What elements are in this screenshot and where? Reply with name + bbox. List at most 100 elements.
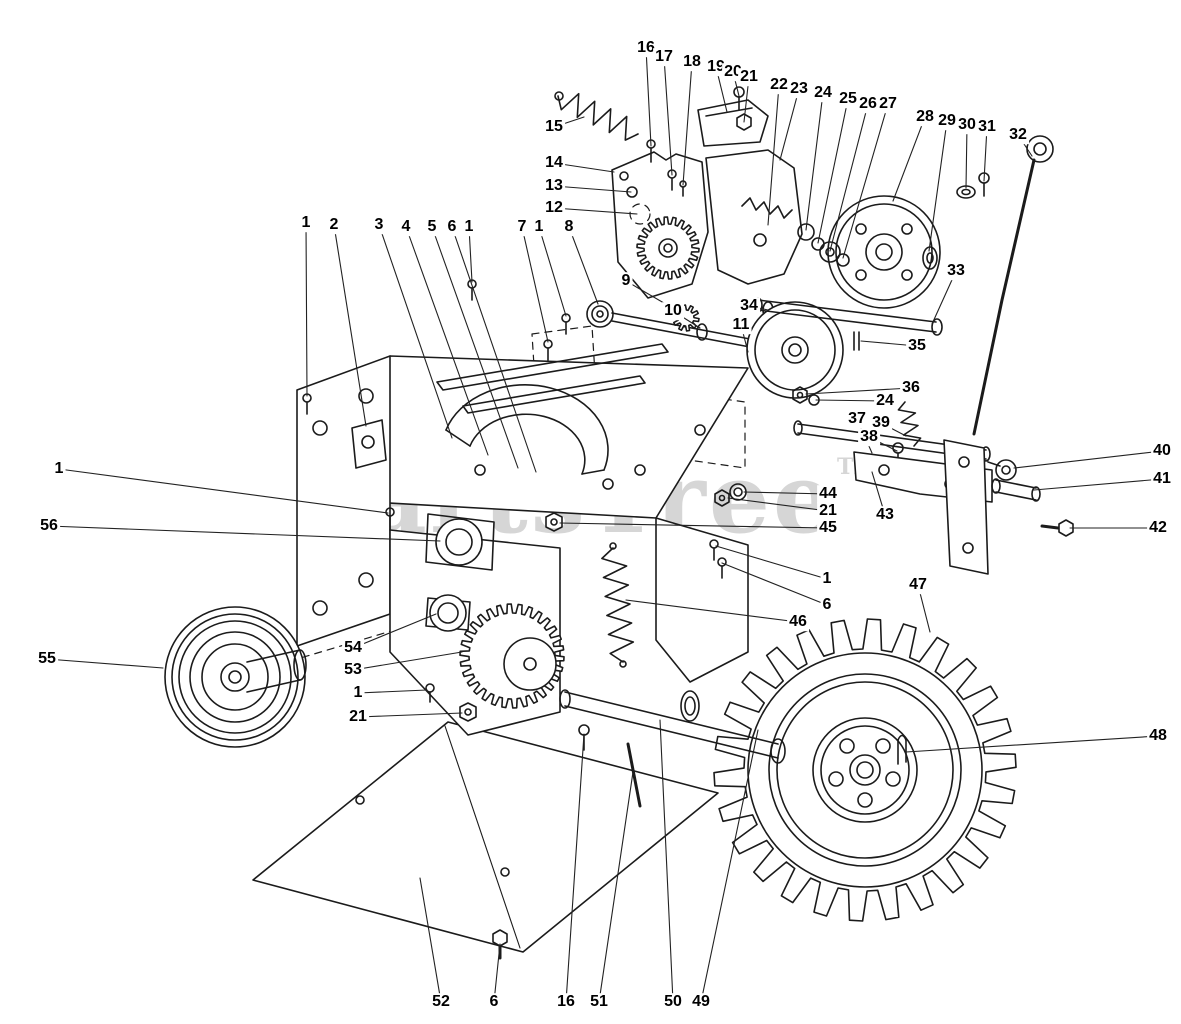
ratchet-gear [636,216,700,280]
callout-4: 4 [399,218,413,236]
leader-line-12 [553,207,638,215]
callout-43: 43 [874,506,896,524]
callout-1: 1 [351,684,365,702]
leader-line-6 [721,562,828,606]
callout-42: 42 [1147,519,1169,537]
leader-line-6 [451,226,537,473]
leader-line-22 [767,84,780,226]
callout-55: 55 [36,650,58,668]
callout-56: 56 [38,517,60,535]
leader-line-46 [625,599,799,623]
callout-13: 13 [543,177,565,195]
callout-6: 6 [820,596,834,614]
callout-39: 39 [870,414,892,432]
leader-line-1 [357,689,428,694]
callout-51: 51 [588,993,610,1011]
leader-line-1 [468,226,473,283]
callout-21: 21 [817,502,839,520]
callout-18: 18 [681,53,703,71]
leader-line-51 [598,771,634,1003]
traction-wheel [713,618,1017,922]
callout-16: 16 [635,39,657,57]
leader-line-27 [842,103,889,259]
callout-9: 9 [619,272,633,290]
leader-line-36 [805,387,912,395]
bottom-plate [252,721,719,953]
callout-36: 36 [900,379,922,397]
leader-line-1 [715,545,828,580]
callout-6: 6 [487,993,501,1011]
leader-line-24 [815,399,886,402]
leader-line-49 [700,729,759,1003]
callout-17: 17 [653,48,675,66]
leader-line-28 [892,116,926,202]
callout-14: 14 [543,154,565,172]
leader-line-41 [1033,478,1163,491]
leader-line-44 [743,491,829,495]
callout-10: 10 [662,302,684,320]
callout-24: 24 [812,84,834,102]
callout-1: 1 [52,460,66,478]
tension-spring [601,547,635,663]
callout-47: 47 [907,576,929,594]
leader-line-4 [405,226,489,456]
callout-37: 37 [846,410,868,428]
callout-34: 34 [738,297,760,315]
leader-lines [46,47,1163,1003]
callout-23: 23 [788,80,810,98]
callout-33: 33 [945,262,967,280]
leader-line-33 [931,270,957,325]
leader-line-16 [565,733,585,1003]
callout-3: 3 [372,216,386,234]
callout-38: 38 [858,428,880,446]
callout-49: 49 [690,993,712,1011]
callout-12: 12 [543,199,565,217]
leader-line-21 [357,712,463,718]
callout-15: 15 [543,118,565,136]
leader-line-45 [559,522,829,529]
leader-line-50 [659,719,674,1003]
callout-16: 16 [555,993,577,1011]
leader-line-26 [829,103,869,252]
callout-1: 1 [820,570,834,588]
leader-line-2 [333,224,367,427]
leader-line-18 [682,61,693,186]
callout-50: 50 [662,993,684,1011]
callout-1: 1 [532,218,546,236]
callout-1: 1 [299,214,313,232]
callout-5: 5 [425,218,439,236]
leader-line-56 [48,525,441,542]
leader-line-3 [378,224,453,439]
callout-2: 2 [327,216,341,234]
callout-11: 11 [730,316,752,334]
leader-line-1 [305,222,308,397]
fasteners [302,139,727,960]
callout-41: 41 [1151,470,1173,488]
callout-45: 45 [817,519,839,537]
callout-29: 29 [936,112,958,130]
callout-54: 54 [342,639,364,657]
upper-mechanism [554,86,1054,436]
leader-line-54 [352,613,437,649]
callout-26: 26 [857,95,879,113]
leader-line-1 [58,468,389,514]
leader-line-53 [352,651,463,671]
shift-linkage [545,401,1074,575]
leader-line-24 [805,92,824,231]
callout-25: 25 [837,90,859,108]
leader-line-31 [983,126,988,182]
link-spring [897,401,922,447]
callout-28: 28 [914,108,936,126]
lower-drivetrain [425,513,786,808]
leader-line-13 [553,185,632,193]
leader-line-21 [727,497,829,512]
callout-27: 27 [877,95,899,113]
callout-40: 40 [1151,442,1173,460]
callout-22: 22 [768,76,790,94]
leader-line-55 [46,658,164,669]
leader-line-16 [645,47,652,147]
leader-line-52 [419,877,442,1003]
callout-48: 48 [1147,727,1169,745]
